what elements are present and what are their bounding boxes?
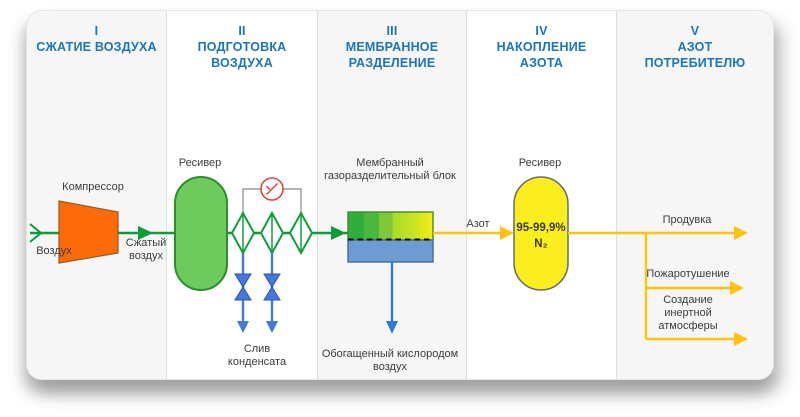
air-in-label: Воздух xyxy=(36,245,72,257)
column-header-2: II ПОДГОТОВКА ВОЗДУХА xyxy=(167,23,317,71)
output-purge-label: Продувка xyxy=(662,214,712,226)
membrane-unit-label: Мембранный газоразделительный блок xyxy=(324,157,456,182)
oxygen-enriched-label: Обогащенный кислородом воздух xyxy=(321,348,459,373)
column-preparation: II ПОДГОТОВКА ВОЗДУХА xyxy=(167,11,318,379)
column-consumer: V АЗОТ ПОТРЕБИТЕЛЮ xyxy=(617,11,773,379)
receiver2-label: Ресивер xyxy=(178,157,222,169)
stage-title: НАКОПЛЕНИЕ АЗОТА xyxy=(496,40,587,70)
column-accumulation: IV НАКОПЛЕНИЕ АЗОТА xyxy=(467,11,617,379)
stage-numeral: I xyxy=(94,24,99,38)
stage-numeral: II xyxy=(238,24,246,38)
compressor-label: Компрессор xyxy=(62,181,124,193)
column-compression: I СЖАТИЕ ВОЗДУХА xyxy=(27,11,167,379)
n2-formula: N₂ xyxy=(534,238,548,250)
purity-value: 95-99,9% xyxy=(516,222,566,234)
output-fire-label: Пожаротушение xyxy=(646,268,730,280)
compressed-air-label: Сжатый воздух xyxy=(125,237,167,262)
condensate-drain-label: Слив конденсата xyxy=(227,343,287,368)
nitrogen-label: Азот xyxy=(466,218,490,230)
receiver4-label: Ресивер xyxy=(518,157,562,169)
output-inert-label: Создание инертной атмосферы xyxy=(658,294,718,332)
column-header-1: I СЖАТИЕ ВОЗДУХА xyxy=(27,23,166,55)
column-header-3: III МЕМБРАННОЕ РАЗДЕЛЕНИЕ xyxy=(318,23,466,71)
stage-numeral: III xyxy=(386,24,398,38)
stage-title: АЗОТ ПОТРЕБИТЕЛЮ xyxy=(644,40,746,70)
stage-title: МЕМБРАННОЕ РАЗДЕЛЕНИЕ xyxy=(345,40,439,70)
stage-title: ПОДГОТОВКА ВОЗДУХА xyxy=(197,40,287,70)
column-header-4: IV НАКОПЛЕНИЕ АЗОТА xyxy=(467,23,616,71)
column-membrane: III МЕМБРАННОЕ РАЗДЕЛЕНИЕ xyxy=(318,11,467,379)
stage-numeral: IV xyxy=(535,24,548,38)
stage-title: СЖАТИЕ ВОЗДУХА xyxy=(36,40,157,54)
column-header-5: V АЗОТ ПОТРЕБИТЕЛЮ xyxy=(617,23,773,71)
stage-numeral: V xyxy=(690,24,700,38)
